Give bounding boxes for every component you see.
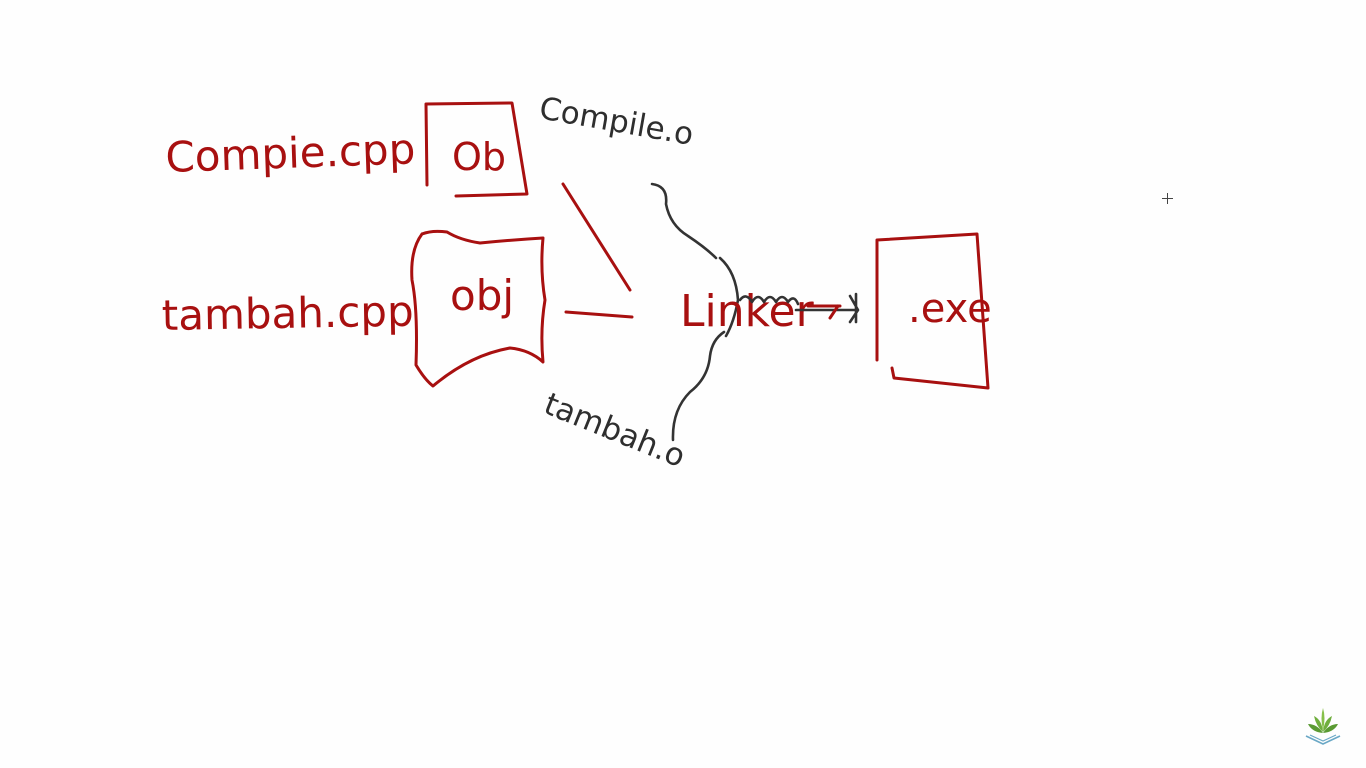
linker-scribble	[738, 295, 800, 306]
curve-object-file-2-to-linker	[671, 330, 726, 442]
object-file-2-label: tambah.o	[539, 386, 690, 475]
object-box-2-label: obj	[450, 271, 514, 320]
curve-object-file-1-to-linker	[650, 182, 718, 260]
arrow-red-accent	[806, 304, 842, 320]
arrow-linker-to-exe	[794, 292, 860, 324]
source-file-1-label: Compie.cpp	[165, 124, 416, 182]
arrow-object-2-to-linker	[564, 310, 634, 319]
object-file-1-label: Compile.o	[537, 90, 696, 152]
exe-label: .exe	[908, 286, 992, 332]
object-box-2	[410, 229, 547, 388]
source-file-2-label: tambah.cpp	[161, 287, 414, 340]
arrow-object-1-to-linker	[561, 182, 632, 292]
plant-logo-icon	[1305, 708, 1341, 745]
crosshair-cursor-icon	[1162, 193, 1173, 204]
exe-box	[875, 232, 990, 390]
linker-label: Linker	[680, 286, 815, 337]
object-box-1	[424, 101, 529, 198]
linker-bracket	[718, 256, 740, 338]
object-box-1-label: Ob	[452, 135, 506, 179]
